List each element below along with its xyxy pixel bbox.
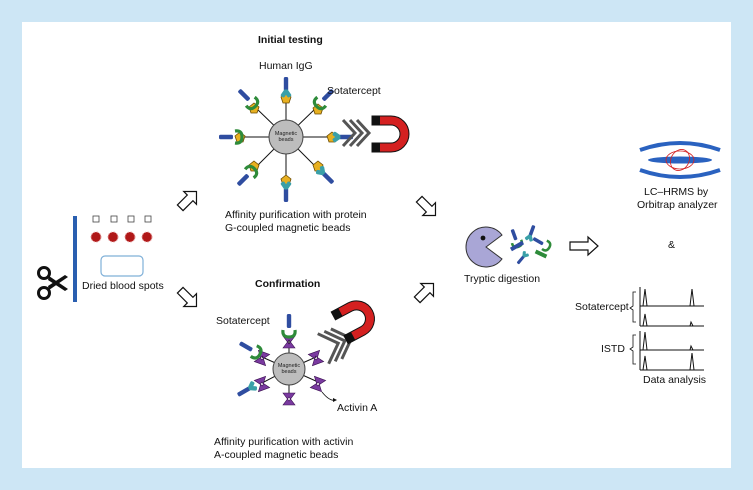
- initial-testing-title: Initial testing: [258, 34, 323, 46]
- pacman-icon: [465, 226, 503, 268]
- bead-label-line: Magnetic: [277, 363, 301, 369]
- sotatercept-trace-label: Sotatercept: [575, 301, 629, 313]
- sotatercept-top-label: Sotatercept: [327, 85, 381, 97]
- scissors-icon: [37, 266, 68, 300]
- card-label-box: [100, 255, 144, 277]
- confirmation-title: Confirmation: [255, 278, 321, 290]
- sotatercept-bottom-label: Sotatercept: [216, 315, 270, 327]
- magnetic-bead: [272, 352, 306, 386]
- blood-spot: [90, 231, 102, 243]
- magnet-icon: [330, 300, 375, 345]
- affinity-activin-line2: A-coupled magnetic beads: [214, 449, 339, 461]
- magnetic-field: [341, 118, 372, 148]
- magnet-icon: [371, 115, 410, 153]
- bead-label-line: beads: [278, 137, 294, 143]
- chromatogram-panel: [629, 287, 704, 371]
- blood-spot: [107, 231, 119, 243]
- peptide-fragments: [506, 223, 553, 267]
- bead-label-top: Magnetic beads: [271, 131, 301, 143]
- bottom-bead-complex: [234, 312, 337, 406]
- bead-label-bottom: Magnetic beads: [274, 363, 304, 375]
- activin-a: [253, 335, 327, 406]
- magnetic-bead: [268, 119, 304, 155]
- istd-trace-label: ISTD: [601, 343, 625, 355]
- tryptic-digestion-label: Tryptic digestion: [464, 273, 541, 285]
- bead-label-line: Magnetic: [274, 131, 298, 137]
- bead-label-line: beads: [281, 369, 297, 375]
- affinity-activin-line1: Affinity purification with activin: [214, 436, 354, 448]
- dried-blood-spots-label: Dried blood spots: [82, 280, 164, 292]
- card-bar: [73, 216, 77, 302]
- activin-a-label: Activin A: [337, 402, 378, 414]
- dbs-card: [73, 215, 153, 302]
- top-bead-complex: [217, 77, 353, 202]
- data-analysis-label: Data analysis: [643, 374, 707, 386]
- affinity-protein-g-line1: Affinity purification with protein: [225, 209, 367, 221]
- white-panel: [22, 22, 731, 468]
- blood-spot: [124, 231, 136, 243]
- blood-spot: [141, 231, 153, 243]
- orbitrap-icon: [639, 141, 721, 179]
- lc-hrms-line1: LC–HRMS by: [644, 186, 709, 198]
- arrow-icon: [176, 190, 599, 308]
- magnetic-field: [317, 327, 354, 365]
- ampersand-label: &: [668, 239, 676, 251]
- affinity-protein-g-line2: G-coupled magnetic beads: [225, 222, 351, 234]
- lc-hrms-line2: Orbitrap analyzer: [637, 199, 718, 211]
- human-igg-label: Human IgG: [259, 60, 313, 72]
